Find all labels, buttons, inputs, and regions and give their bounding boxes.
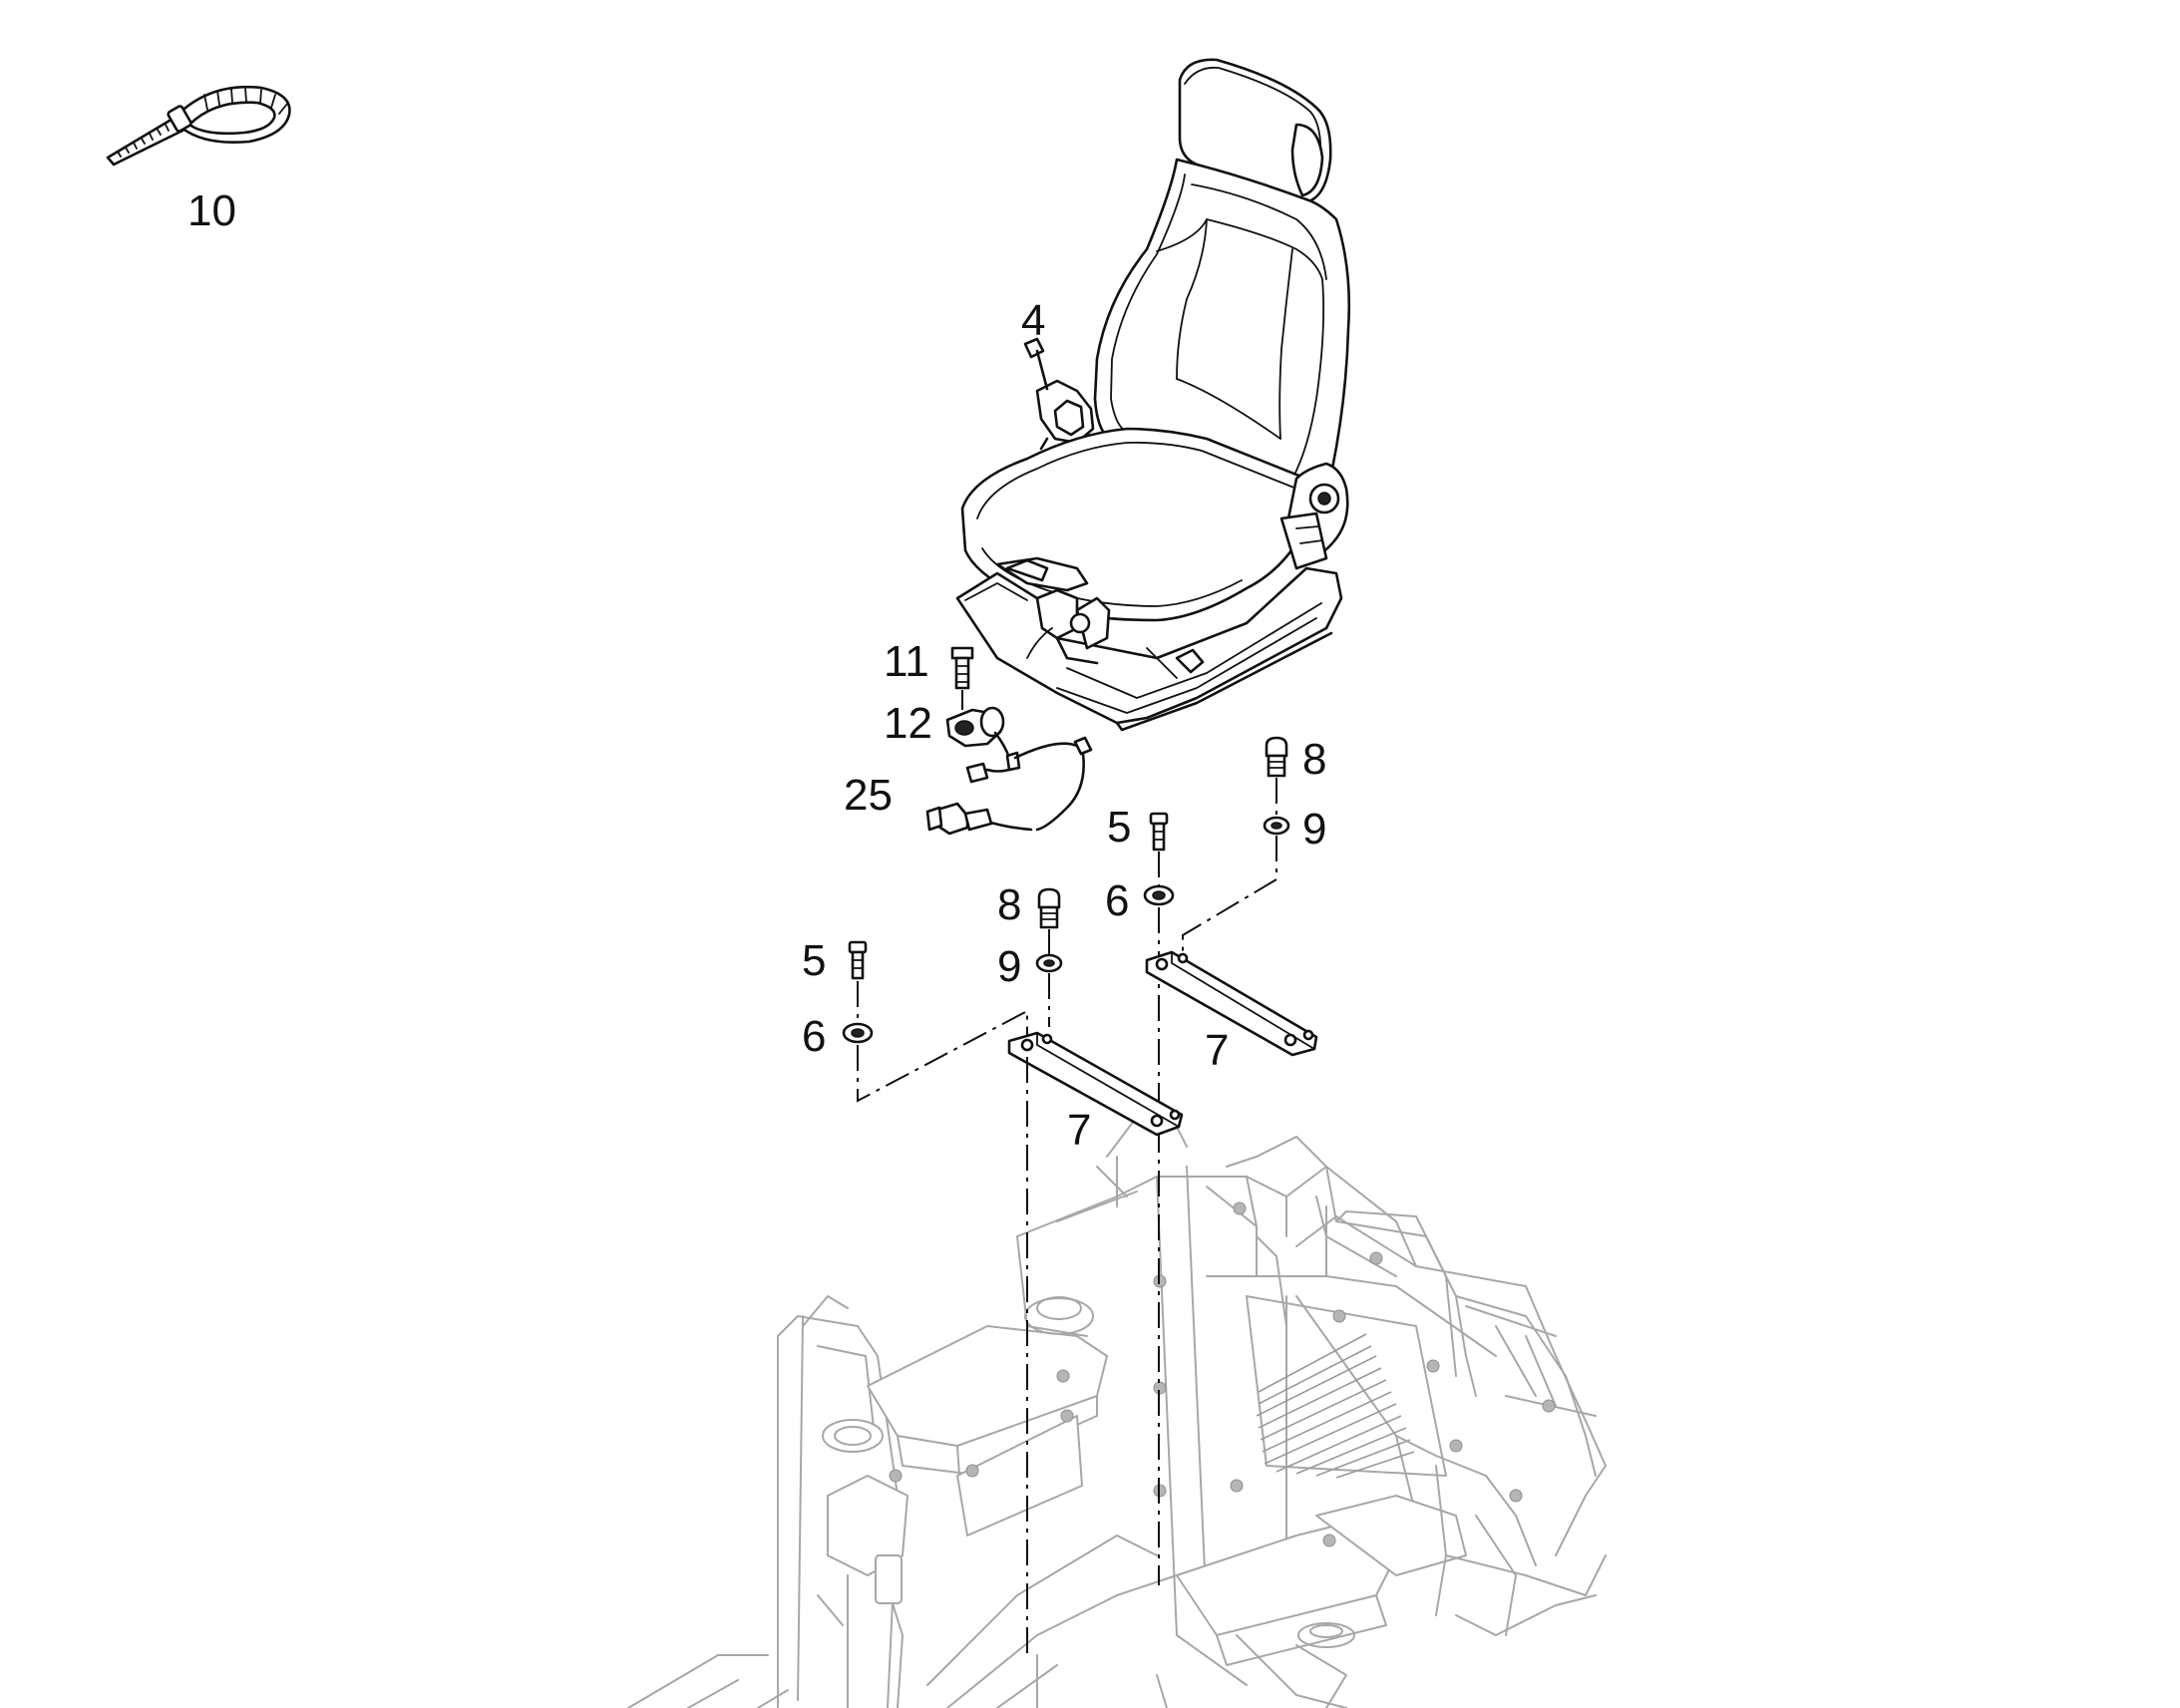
callout-4: 4 <box>1021 296 1045 345</box>
cab-floor-context <box>627 1106 1607 1708</box>
callout-5-left: 5 <box>802 936 826 985</box>
mounting-plate-part-7-left <box>1007 1031 1184 1660</box>
callout-9-right: 9 <box>1302 805 1326 854</box>
callout-12: 12 <box>884 699 932 748</box>
callout-9-left: 9 <box>997 942 1021 991</box>
operator-seat-part <box>955 58 1351 732</box>
washer-part-9-right <box>1182 816 1290 955</box>
callout-8-right: 8 <box>1302 735 1326 784</box>
callout-7-left: 7 <box>1067 1106 1091 1155</box>
seat-switch-part-12 <box>945 706 1005 748</box>
callout-8-left: 8 <box>997 880 1021 929</box>
callout-6-right: 6 <box>1105 876 1129 925</box>
switch-bolt-part-11 <box>950 646 974 710</box>
washer-part-6-left <box>842 1009 1028 1103</box>
callout-11: 11 <box>884 637 929 686</box>
callout-7-right: 7 <box>1205 1026 1229 1075</box>
callout-labels: 10 4 11 12 25 8 9 5 6 8 9 5 6 7 7 <box>187 186 1326 1155</box>
bolt-part-8-right <box>1265 736 1288 818</box>
screw-part-5-right <box>1149 812 1169 885</box>
cable-tie-part <box>106 85 291 167</box>
callout-10: 10 <box>187 186 236 235</box>
washer-part-6-right <box>1143 884 1175 1585</box>
mounting-plate-part-7-right <box>1145 950 1318 1057</box>
washer-part-9-left <box>1035 953 1063 1027</box>
wire-harness-part-25 <box>925 731 1093 836</box>
callout-6-left: 6 <box>802 1012 826 1061</box>
screw-part-5-left <box>848 940 868 1023</box>
callout-25: 25 <box>844 771 893 820</box>
vent-grille <box>1256 1333 1415 1479</box>
callout-5-right: 5 <box>1107 803 1131 852</box>
bolt-part-8-left <box>1037 887 1061 955</box>
